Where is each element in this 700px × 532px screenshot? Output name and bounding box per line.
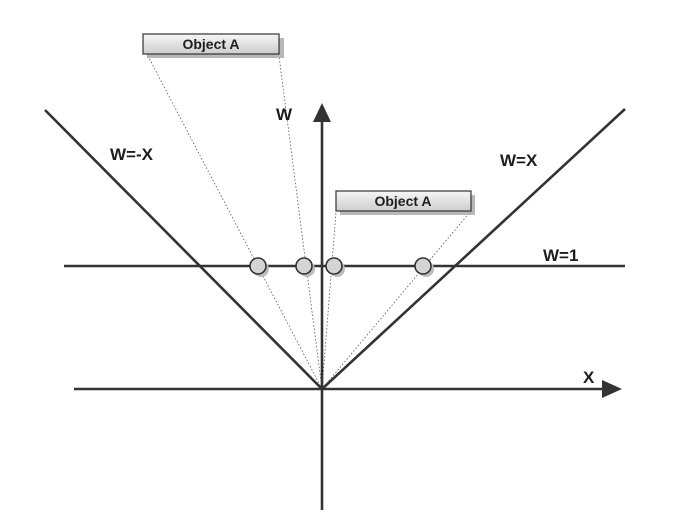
object-label: Object A — [374, 193, 431, 209]
projected-point — [325, 257, 345, 277]
w-axis-label: W — [276, 105, 293, 124]
projected-point — [249, 257, 269, 277]
ray-lower-object-left — [321, 211, 337, 390]
projected-points — [249, 257, 434, 277]
axes — [74, 120, 605, 510]
line-w-x — [321, 108, 626, 390]
object-box-lower: Object A — [335, 190, 475, 215]
x-axis-label: X — [583, 368, 595, 387]
ray-upper-object-left — [147, 55, 323, 390]
line-w-x-label: W=X — [500, 151, 538, 170]
x-axis-arrowhead — [602, 380, 622, 398]
ray-lower-object-right — [321, 211, 471, 390]
object-box-upper: Object A — [142, 33, 284, 58]
object-label: Object A — [182, 36, 239, 52]
w-axis-arrowhead — [313, 103, 331, 122]
line-w-1-label: W=1 — [543, 246, 578, 265]
line-w-neg-x — [44, 109, 323, 390]
projected-point — [295, 257, 315, 277]
projection-rays — [147, 55, 471, 390]
projected-point — [414, 257, 434, 277]
line-w-neg-x-label: W=-X — [110, 145, 154, 164]
